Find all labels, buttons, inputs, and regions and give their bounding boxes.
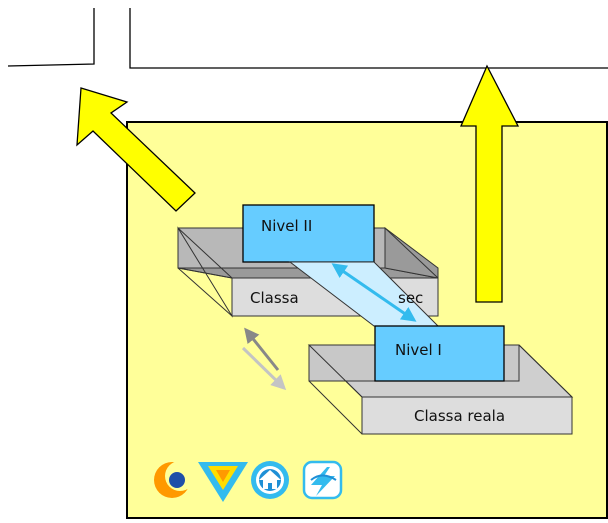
- yellow-arrow-up: [460, 64, 520, 303]
- nivel-i-label: Nivel I: [395, 341, 442, 359]
- nivel-ii-label: Nivel II: [261, 217, 312, 235]
- gray-arrow-up: [244, 327, 280, 371]
- classa-label: Classa: [250, 289, 299, 307]
- first-icon[interactable]: [154, 461, 195, 498]
- classa-reala-label: Classa reala: [414, 407, 505, 425]
- yellow-arrow-diagonal: [76, 87, 196, 212]
- gray-arrow-down: [241, 346, 287, 391]
- classa-sec-label: sec: [398, 289, 423, 307]
- next-icon[interactable]: [302, 460, 343, 500]
- nav-toolbar: [154, 460, 343, 502]
- nivel-i-box: [374, 325, 505, 382]
- cyan-double-arrow: [331, 263, 417, 322]
- classa-reala-box: [361, 396, 573, 435]
- frame-lines: [7, 8, 608, 69]
- home-icon[interactable]: [251, 461, 289, 499]
- previous-icon[interactable]: [198, 462, 248, 502]
